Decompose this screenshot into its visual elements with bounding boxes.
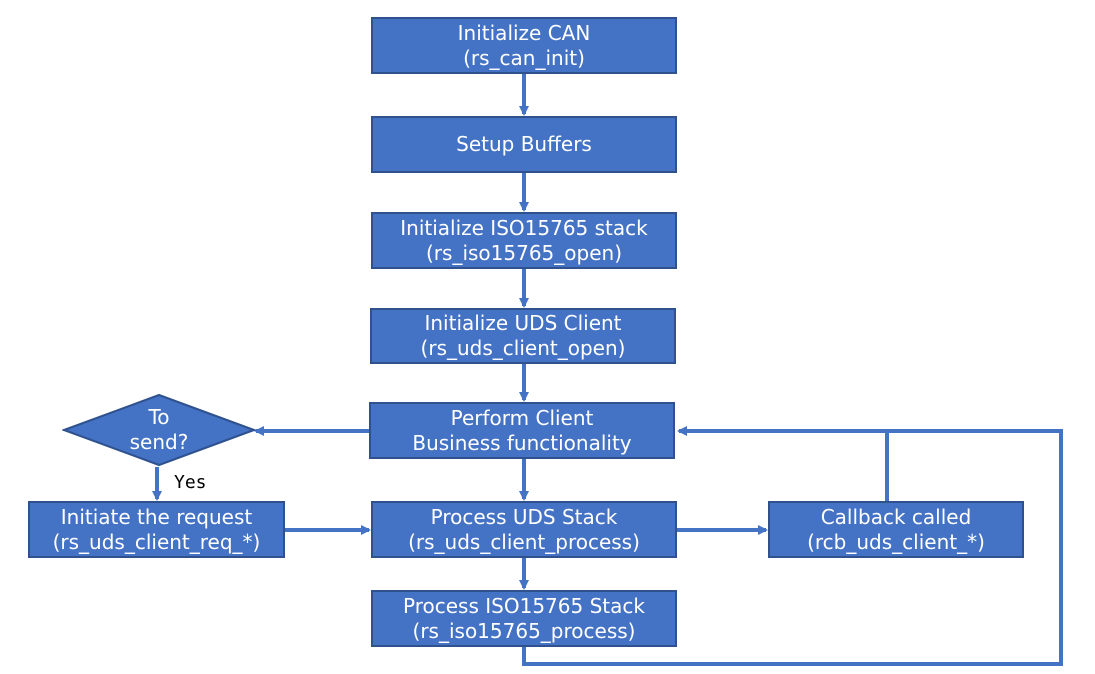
node-initiate-request-title: Initiate the request (60, 504, 253, 529)
node-process-iso15765-stack-function: (rs_iso15765_process) (412, 618, 636, 643)
node-process-uds-stack: Process UDS Stack (rs_uds_client_process… (371, 501, 677, 558)
node-callback-called-title: Callback called (820, 504, 972, 529)
node-setup-buffers: Setup Buffers (371, 116, 677, 173)
edge-loop-back-to-perform (522, 426, 1063, 666)
yes-edge-label: Yes (174, 472, 207, 493)
node-perform-client-line1: Perform Client (450, 405, 594, 430)
node-initialize-can-function: (rs_can_init) (463, 45, 585, 70)
node-initiate-request-function: (rs_uds_client_req_*) (52, 529, 261, 554)
node-initialize-iso15765-function: (rs_iso15765_open) (426, 240, 622, 265)
node-process-uds-stack-function: (rs_uds_client_process) (408, 529, 640, 554)
node-perform-client-line2: Business functionality (412, 430, 632, 455)
node-initialize-can: Initialize CAN (rs_can_init) (371, 17, 677, 74)
node-initialize-uds-client-title: Initialize UDS Client (424, 311, 622, 335)
node-initialize-iso15765: Initialize ISO15765 stack (rs_iso15765_o… (371, 212, 677, 269)
node-initialize-iso15765-title: Initialize ISO15765 stack (400, 215, 648, 240)
node-process-iso15765-stack: Process ISO15765 Stack (rs_iso15765_proc… (371, 590, 677, 647)
node-callback-called-function: (rcb_uds_client_*) (807, 529, 985, 554)
node-setup-buffers-title: Setup Buffers (456, 132, 592, 156)
node-perform-client: Perform Client Business functionality (369, 402, 675, 459)
node-callback-called: Callback called (rcb_uds_client_*) (768, 501, 1024, 558)
decision-diamond (62, 393, 256, 467)
node-initialize-can-title: Initialize CAN (457, 20, 591, 45)
node-process-iso15765-stack-title: Process ISO15765 Stack (403, 593, 645, 618)
node-initialize-uds-client: Initialize UDS Client (rs_uds_client_ope… (370, 308, 676, 364)
node-initiate-request: Initiate the request (rs_uds_client_req_… (28, 501, 285, 558)
node-initialize-uds-client-function: (rs_uds_client_open) (420, 336, 626, 360)
node-process-uds-stack-title: Process UDS Stack (430, 504, 618, 529)
